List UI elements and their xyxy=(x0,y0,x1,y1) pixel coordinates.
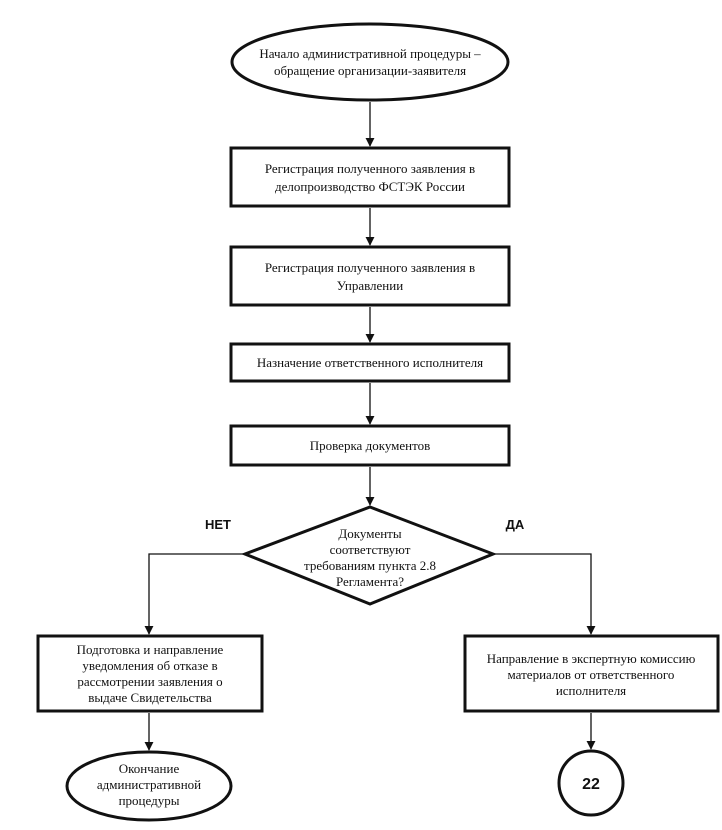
end-node: Окончание административной процедуры xyxy=(65,750,233,822)
start-node: Начало административной процедуры – обра… xyxy=(230,22,510,102)
reg-upr-line-1: Регистрация полученного заявления в xyxy=(265,260,475,275)
reg-fstek-line-2: делопроизводство ФСТЭК России xyxy=(275,179,465,194)
reg-upr-line-2: Управлении xyxy=(337,278,403,293)
check-node: Проверка документов xyxy=(229,424,511,467)
check-line-1: Проверка документов xyxy=(310,438,431,453)
end-line-3: процедуры xyxy=(119,793,180,808)
expert-line-3: исполнителя xyxy=(556,683,626,698)
connector-label: 22 xyxy=(582,776,600,793)
decision-line-4: Регламента? xyxy=(336,574,404,589)
decision-node: Документы соответствуют требованиям пунк… xyxy=(240,505,498,606)
edge-decision-yes xyxy=(493,553,596,635)
refuse-line-4: выдаче Свидетельства xyxy=(88,690,212,705)
reg-fstek-node: Регистрация полученного заявления в дело… xyxy=(229,146,511,208)
decision-line-1: Документы xyxy=(338,526,401,541)
reg-fstek-line-1: Регистрация полученного заявления в xyxy=(265,161,475,176)
assign-node: Назначение ответственного исполнителя xyxy=(229,342,511,383)
assign-line-1: Назначение ответственного исполнителя xyxy=(257,355,483,370)
check-box xyxy=(229,424,511,467)
branch-no-label: НЕТ xyxy=(205,517,231,532)
refuse-box xyxy=(36,634,264,713)
refuse-line-3: рассмотрении заявления о xyxy=(77,674,222,689)
reg-fstek-box xyxy=(229,146,511,208)
branch-yes-label: ДА xyxy=(506,517,525,532)
expert-box xyxy=(463,634,720,713)
decision-diamond xyxy=(240,505,498,606)
reg-upr-node: Регистрация полученного заявления в Упра… xyxy=(229,245,511,307)
refuse-node: Подготовка и направление уведомления об … xyxy=(36,634,264,713)
refuse-line-1: Подготовка и направление xyxy=(77,642,224,657)
start-line-1: Начало административной процедуры – xyxy=(259,46,481,61)
end-line-1: Окончание xyxy=(119,761,180,776)
end-line-2: административной xyxy=(97,777,201,792)
assign-box xyxy=(229,342,511,383)
connector-circle xyxy=(557,749,625,817)
expert-line-2: материалов от ответственного xyxy=(508,667,675,682)
connector-node: 22 xyxy=(557,749,625,817)
connectors xyxy=(144,102,596,751)
decision-line-3: требованиям пункта 2.8 xyxy=(304,558,436,573)
refuse-line-2: уведомления об отказе в xyxy=(82,658,217,673)
reg-upr-box xyxy=(229,245,511,307)
expert-node: Направление в экспертную комиссию матери… xyxy=(463,634,720,713)
edge-decision-no xyxy=(144,553,245,635)
end-oval xyxy=(65,750,233,822)
start-line-2: обращение организации-заявителя xyxy=(274,63,466,78)
decision-line-2: соответствуют xyxy=(330,542,411,557)
expert-line-1: Направление в экспертную комиссию xyxy=(487,651,696,666)
start-oval xyxy=(230,22,510,102)
